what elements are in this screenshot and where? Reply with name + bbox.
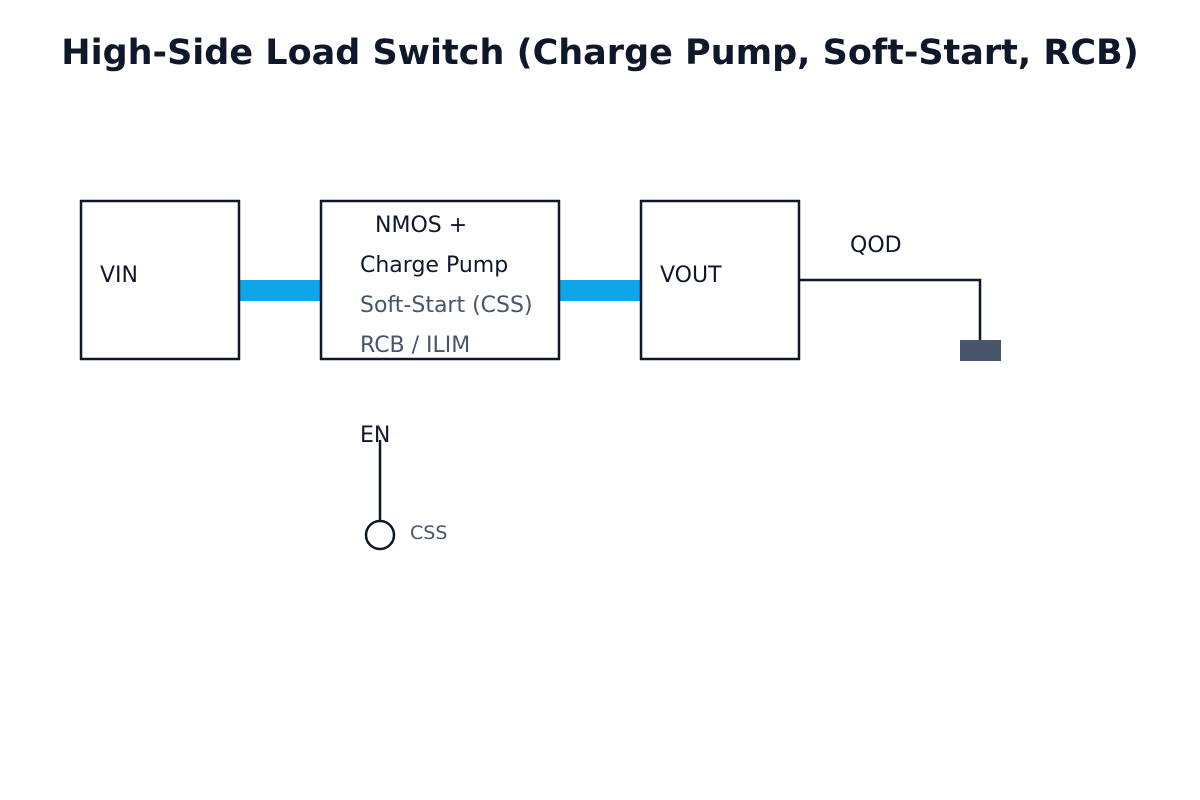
vout-label: VOUT: [660, 263, 722, 288]
en-label: EN: [360, 423, 390, 448]
switch-block: NMOS + Charge Pump Soft-Start (CSS) RCB …: [319, 199, 561, 361]
switch-line-soft-start: Soft-Start (CSS): [360, 293, 533, 318]
vout-block: VOUT: [639, 199, 801, 361]
vin-label: VIN: [100, 263, 138, 288]
ground-icon: [960, 340, 1001, 361]
css-label: CSS: [410, 522, 447, 544]
switch-box: [319, 199, 561, 361]
switch-line-nmos: NMOS +: [375, 213, 467, 238]
vout-box: [639, 199, 801, 361]
enable-input: EN CSS: [360, 423, 447, 551]
vin-block: VIN: [79, 199, 241, 361]
vin-box: [79, 199, 241, 361]
diagram-title: High-Side Load Switch (Charge Pump, Soft…: [61, 33, 1138, 73]
qod-path: QOD: [800, 233, 1001, 361]
qod-wire: [800, 278, 982, 341]
switch-line-rcb-ilim: RCB / ILIM: [360, 333, 470, 358]
power-path-vin-to-switch: [240, 280, 321, 301]
qod-label: QOD: [850, 233, 902, 258]
switch-line-charge-pump: Charge Pump: [360, 253, 508, 278]
css-terminal-icon: [364, 519, 396, 551]
power-path-switch-to-vout: [560, 280, 641, 301]
